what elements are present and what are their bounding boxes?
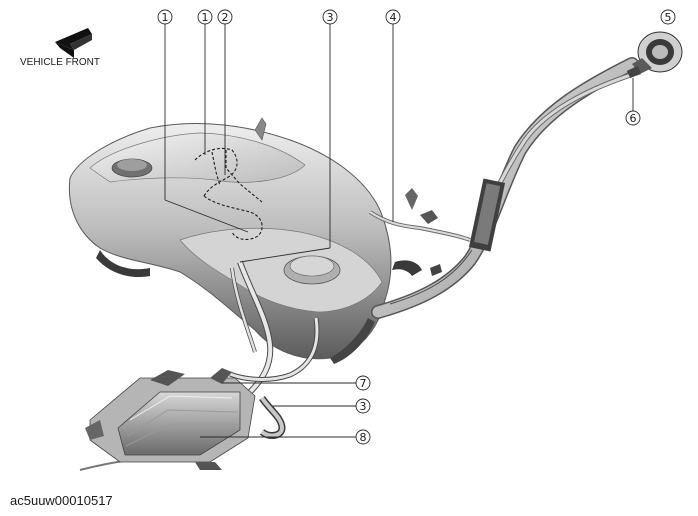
callout-7: 7 [355,375,371,391]
svg-text:3: 3 [327,11,334,24]
svg-text:5: 5 [665,11,672,24]
vehicle-front-arrow-icon [55,28,92,58]
svg-text:8: 8 [360,431,367,444]
svg-text:4: 4 [390,11,397,24]
filler-pipe [368,57,641,319]
svg-text:3: 3 [360,400,367,413]
callout-1: 1 [157,9,173,25]
vehicle-front-label: VEHICLE FRONT [20,57,100,68]
svg-text:6: 6 [630,112,637,125]
callout-8: 8 [355,429,371,445]
fuel-tank [68,117,392,364]
leader-lines [164,24,634,438]
callout-3: 3 [322,9,338,25]
callout-5: 5 [660,9,676,25]
charcoal-canister [85,368,256,470]
callout-4: 4 [385,9,401,25]
callout-2: 2 [217,9,233,25]
svg-text:1: 1 [202,11,209,24]
callout-6: 6 [625,110,641,126]
image-code: ac5uuw00010517 [10,493,113,508]
svg-text:2: 2 [222,11,229,24]
vent-hose-dashed [194,147,263,241]
svg-text:1: 1 [162,11,169,24]
evap-hoses [79,260,320,471]
svg-text:7: 7 [360,377,367,390]
callout-1: 1 [197,9,213,25]
filler-neck [626,31,683,79]
callout-3: 3 [355,398,371,414]
